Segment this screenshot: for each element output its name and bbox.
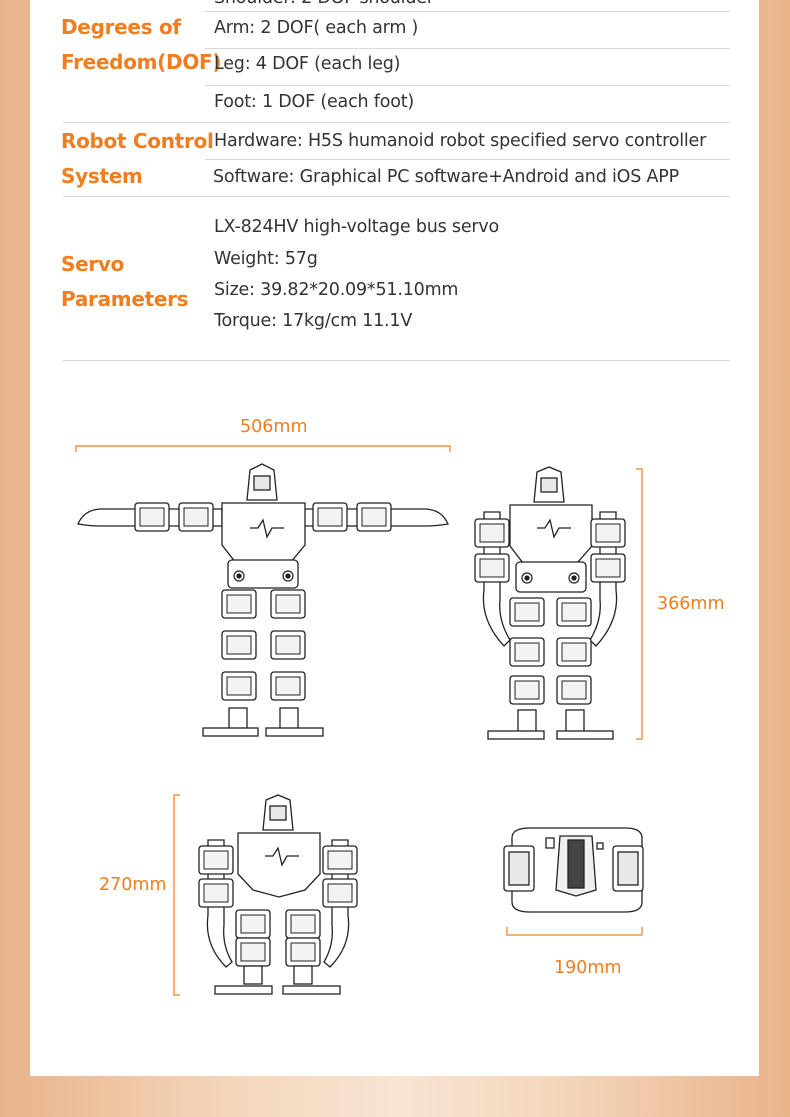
divider (205, 85, 730, 86)
divider (205, 11, 730, 12)
divider (205, 48, 730, 49)
servo-header-line1: Servo (61, 252, 125, 276)
dof-header-line2: Freedom(DOF) (61, 50, 222, 74)
control-header: Robot Control System (61, 124, 214, 194)
spec-row-shoulder: Shoulder: 2 DOF shoulder (214, 0, 434, 8)
servo-weight: Weight: 57g (214, 249, 318, 269)
robot-top-view (503, 827, 644, 913)
servo-size: Size: 39.82*20.09*51.10mm (214, 280, 459, 300)
height-side-label: 270mm (99, 875, 167, 895)
divider (63, 196, 730, 197)
control-header-line2: System (61, 164, 143, 188)
servo-torque: Torque: 17kg/cm 11.1V (214, 311, 413, 331)
spec-row-hardware: Hardware: H5S humanoid robot specified s… (214, 131, 707, 151)
width-top-label: 190mm (554, 958, 622, 978)
servo-model: LX-824HV high-voltage bus servo (214, 217, 500, 237)
divider (63, 360, 730, 361)
servo-header: Servo Parameters (61, 247, 189, 317)
robot-front-arms-out (77, 463, 449, 737)
spec-row-software: Software: Graphical PC software+Android … (213, 167, 679, 187)
robot-front-arms-down (474, 466, 626, 740)
dof-header: Degrees of Freedom(DOF) (61, 10, 222, 80)
control-header-line1: Robot Control (61, 129, 214, 153)
width-front-label: 506mm (240, 417, 308, 437)
spec-row-leg: Leg: 4 DOF (each leg) (214, 54, 401, 74)
divider (63, 122, 730, 123)
height-front-label: 366mm (657, 594, 725, 614)
spec-row-arm: Arm: 2 DOF( each arm ) (214, 18, 419, 38)
spec-row-foot: Foot: 1 DOF (each foot) (214, 92, 415, 112)
robot-crouched (198, 794, 358, 995)
servo-header-line2: Parameters (61, 287, 189, 311)
divider (205, 159, 730, 160)
dimension-lines (75, 445, 643, 996)
dof-header-line1: Degrees of (61, 15, 181, 39)
